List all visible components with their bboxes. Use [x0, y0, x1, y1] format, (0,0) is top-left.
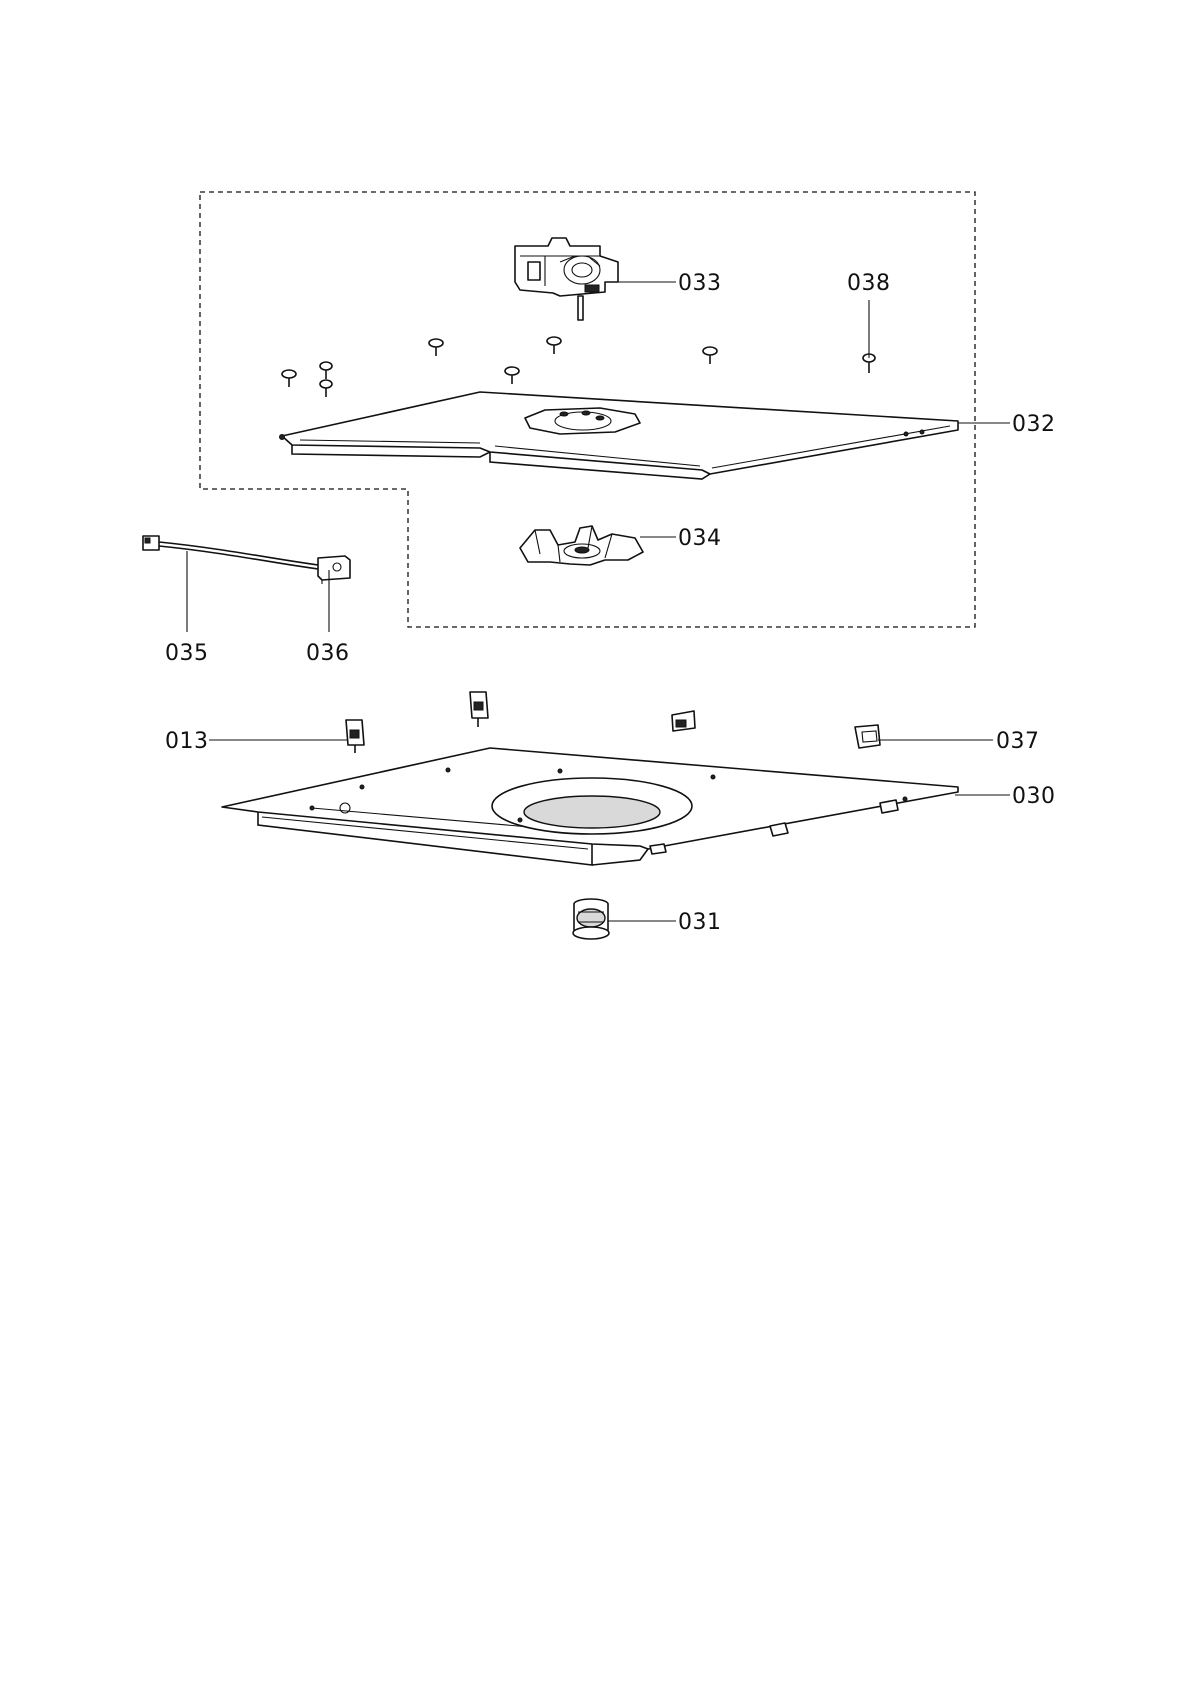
part-035-wire — [142, 535, 319, 570]
screw — [281, 369, 297, 387]
screw — [319, 361, 333, 379]
callout-034: 034 — [678, 526, 722, 551]
leader-lines — [186, 281, 1010, 922]
part-033-motor — [514, 237, 619, 321]
part-036-holder — [317, 555, 351, 584]
callout-038: 038 — [847, 271, 891, 296]
callout-032: 032 — [1012, 412, 1056, 437]
callout-035: 035 — [165, 641, 209, 666]
part-030-bottom-plate — [221, 747, 959, 866]
part-037-clip — [854, 724, 881, 749]
screw — [504, 366, 520, 384]
part-034-fan — [519, 525, 644, 566]
callout-033: 033 — [678, 271, 722, 296]
clip — [469, 691, 489, 727]
assembly-group-outline — [199, 191, 976, 628]
screw — [546, 336, 562, 354]
screw — [319, 379, 333, 397]
clip — [671, 710, 696, 732]
part-032-top-plate — [279, 391, 959, 480]
callout-013: 013 — [165, 729, 209, 754]
part-013-clip — [345, 719, 365, 753]
callout-037: 037 — [996, 729, 1040, 754]
screw — [702, 346, 718, 364]
part-031-grommet — [572, 898, 610, 940]
callout-031: 031 — [678, 910, 722, 935]
screw — [428, 338, 444, 356]
callout-030: 030 — [1012, 784, 1056, 809]
callout-036: 036 — [306, 641, 350, 666]
screw-group — [281, 336, 876, 397]
